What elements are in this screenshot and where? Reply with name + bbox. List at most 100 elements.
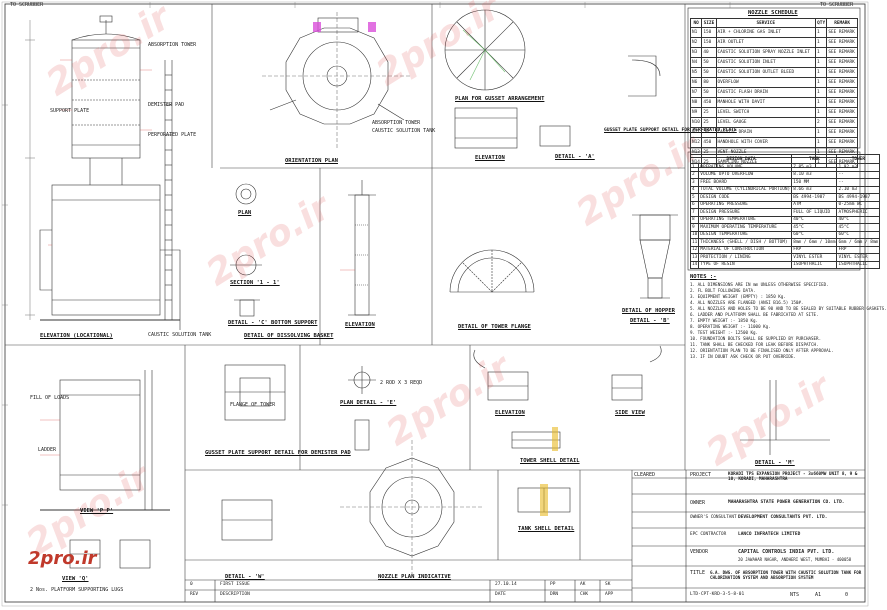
nozzle-cell: CAUSTIC FLASH DRAIN (715, 87, 816, 98)
nozzle-cell: 450 (701, 97, 717, 108)
callout-caustic-tank: CAUSTIC SOLUTION TANK (148, 332, 212, 338)
nozzle-cell: SEE REMARK (826, 117, 858, 128)
revision-cell: CHK (580, 592, 589, 597)
nozzle-cell: 25 (701, 117, 717, 128)
revision-cell: SK (605, 582, 611, 587)
revision-cell: DATE (495, 592, 506, 597)
tb-title: G.A. DWG. OF ABSORPTION TOWER WITH CAUST… (710, 570, 862, 580)
callout-demister-pad: DEMISTER PAD (148, 102, 185, 108)
title-plan: PLAN (238, 210, 252, 216)
tb-epc: LANCO INFRATECH LIMITED (738, 532, 801, 537)
note-line: 9. TEST WEIGHT :- 12500 Kg. (690, 330, 759, 335)
nozzle-cell: N1 (689, 27, 703, 38)
nozzle-cell: 1 (814, 67, 828, 78)
design-cell: DESIGN PRESSURE (698, 208, 793, 217)
top-left-label: TO SCRUBBER (10, 2, 44, 8)
title-detail-tower-flange: DETAIL OF TOWER FLANGE (458, 324, 531, 330)
note-line: 1. ALL DIMENSIONS ARE IN mm UNLESS OTHER… (690, 282, 829, 287)
design-cell: 8.66 m3 (791, 185, 838, 194)
callout-support-plate: SUPPORT PLATE (50, 108, 90, 114)
nozzle-cell: N5 (689, 67, 703, 78)
design-cell: 8 (689, 215, 700, 224)
nozzle-cell: SEE REMARK (826, 127, 858, 138)
title-nozzle-plan: NOZZLE PLAN INDICATIVE (378, 574, 451, 580)
nozzle-cell: 1 (814, 127, 828, 138)
nozzle-cell: N7 (689, 87, 703, 98)
title-elevation-basket: ELEVATION (345, 322, 375, 328)
title-orientation-plan: ORIENTATION PLAN (285, 158, 338, 164)
design-cell: DESIGN TEMPERATURE (698, 230, 793, 239)
nozzle-cell: SEE REMARK (826, 77, 858, 88)
callout-flange-note: FLANGE OF TOWER (230, 402, 276, 408)
design-cell: 45°C (836, 223, 881, 232)
tb-vendor-label: VENDOR (690, 549, 709, 555)
nozzle-cell: SEE REMARK (826, 97, 858, 108)
title-detail-dissolving: DETAIL OF DISSOLVING BASKET (244, 333, 334, 339)
nozzle-cell: 150 (701, 37, 717, 48)
nozzle-cell: N9 (689, 107, 703, 118)
design-cell: THICKNESS (SHELL / DISH / BOTTOM) (698, 238, 793, 247)
design-cell: OPERATING VOLUME (698, 163, 793, 172)
title-elevation-small: ELEVATION (495, 410, 525, 416)
nozzle-cell: 1 (814, 47, 828, 58)
design-cell: ATMOSPHERIC (836, 208, 881, 217)
nozzle-cell: 50 (701, 67, 717, 78)
nozzle-cell: HANDHOLE WITH COVER (715, 137, 816, 148)
design-cell: OPERATING TEMPERATURE (698, 215, 793, 224)
nozzle-cell: 80 (701, 77, 717, 88)
nozzle-cell: 150 (701, 27, 717, 38)
design-cell: OPERATING PRESSURE (698, 200, 793, 209)
design-cell: PROTECTION / LINING (698, 253, 793, 262)
tb-consultant: DEVELOPMENT CONSULTANTS PVT. LTD. (738, 515, 828, 520)
revision-cell: 27.10.14 (495, 582, 517, 587)
nozzle-cell: N8 (689, 97, 703, 108)
nozzle-cell: 1 (814, 107, 828, 118)
title-view-pp: VIEW 'P P' (80, 508, 114, 514)
callout-absorption-tower: ABSORPTION TOWER (148, 42, 197, 48)
note-line: 5. ALL NOZZLES AND HOLES TO BE 90 AND TO… (690, 306, 887, 311)
tb-sheet: A1 (815, 592, 822, 598)
design-cell: 7 (689, 208, 700, 217)
revision-cell: APP (605, 592, 614, 597)
title-section-11: SECTION '1 - 1' (230, 280, 280, 286)
callout-perforated-plate: PERFORATED PLATE (148, 132, 197, 138)
design-cell: 14 (689, 260, 700, 269)
nozzle-cell: SEE REMARK (826, 67, 858, 78)
nozzle-cell: SEE REMARK (826, 37, 858, 48)
title-plan-detail-e: PLAN DETAIL - 'E' (340, 400, 397, 406)
top-right-label: TO SCRUBBER (820, 2, 854, 8)
nozzle-cell: SEE REMARK (826, 57, 858, 68)
design-cell: 9 (689, 223, 700, 232)
nozzle-cell: 1 (814, 97, 828, 108)
nozzle-cell: AIR OUTLET (715, 37, 816, 48)
callout-caustic-tank-2: CAUSTIC SOLUTION TANK (372, 128, 436, 134)
nozzle-cell: N11 (689, 127, 703, 138)
nozzle-cell: 50 (701, 127, 717, 138)
design-cell: ATM (791, 200, 838, 209)
nozzle-cell: 1 (814, 57, 828, 68)
design-cell: VOLUME UPTO OVERFLOW (698, 170, 793, 179)
design-cell: FRP (836, 245, 881, 254)
note-line: 10. FOUNDATION BOLTS SHALL BE SUPPLIED B… (690, 336, 822, 341)
nozzle-cell: SEE REMARK (826, 107, 858, 118)
design-cell: 10 (689, 230, 700, 239)
nozzle-header-cell: REMARK (826, 18, 858, 28)
callout-absorption-tower-2: ABSORPTION TOWER (372, 120, 421, 126)
nozzle-header-cell: SIZE (701, 18, 717, 28)
tb-rev: 0 (845, 592, 849, 598)
design-cell: DESIGN CODE (698, 193, 793, 202)
design-cell: FRP (791, 245, 838, 254)
design-cell: 1 (689, 163, 700, 172)
